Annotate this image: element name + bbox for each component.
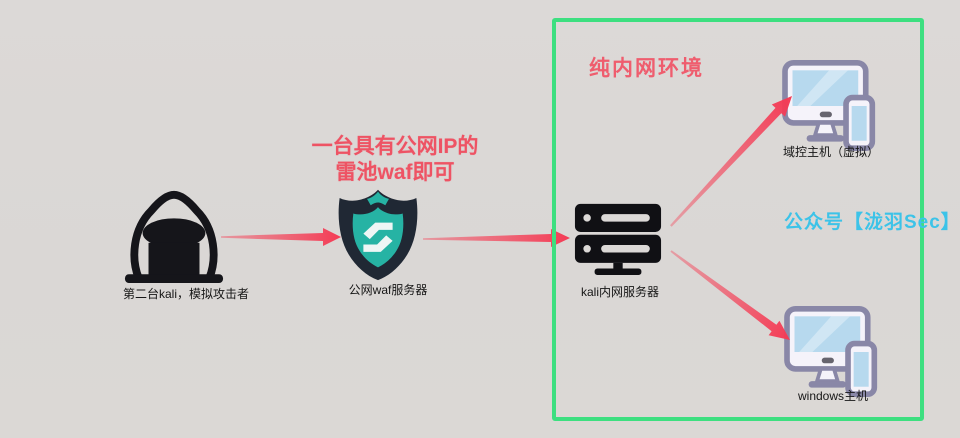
waf-node — [332, 187, 424, 282]
arrow-server-to-domain-host — [670, 96, 792, 227]
attacker-label: 第二台kali，模拟攻击者 — [122, 287, 249, 301]
domain-host-node — [781, 60, 881, 152]
server-rack-icon — [574, 203, 662, 275]
hacker-laptop-icon — [124, 190, 224, 284]
windows-host-node — [783, 306, 883, 398]
intranet-title: 纯内网环境 — [589, 57, 704, 80]
waf-annotation-line1: 一台具有公网IP的 — [311, 135, 479, 158]
waf-annotation: 一台具有公网IP的 雷池waf即可 — [300, 134, 490, 186]
desktop-with-phone-icon — [782, 60, 876, 152]
safeline-shield-icon — [338, 189, 418, 281]
arrow-attacker-to-waf — [221, 228, 341, 246]
brand-text: 公众号【泷羽Sec】 — [784, 212, 960, 233]
waf-label: 公网waf服务器 — [348, 283, 428, 297]
domain-host-label: 域控主机（虚拟） — [782, 145, 879, 159]
attacker-node — [123, 184, 225, 284]
waf-annotation-line2: 雷池waf即可 — [335, 161, 455, 184]
windows-host-label: windows主机 — [797, 389, 869, 403]
kali-server-node — [573, 202, 663, 275]
arrow-waf-to-server — [423, 229, 570, 247]
desktop-with-phone-icon — [784, 306, 878, 398]
kali-server-label: kali内网服务器 — [580, 285, 659, 299]
